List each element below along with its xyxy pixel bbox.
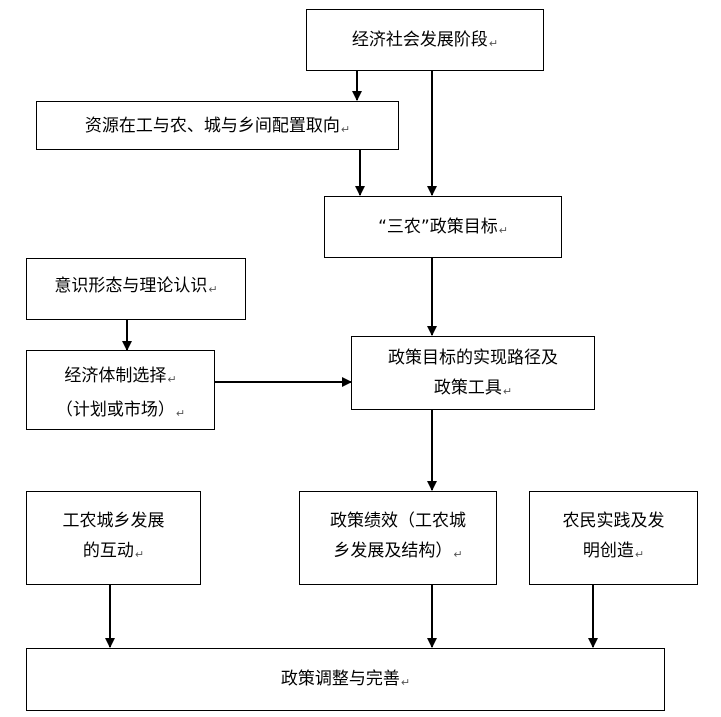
node-label-line-1: 政策目标的实现路径及: [388, 348, 558, 368]
node-label: 资源在工与农、城与乡间配置取向↵: [84, 116, 351, 136]
node-label-line-2: 的互动↵: [82, 541, 145, 561]
node-label: 政策调整与完善↵: [280, 669, 411, 689]
node-policy-performance: 政策绩效（工农城 乡发展及结构）↵: [299, 491, 497, 585]
node-policy-adjustment: 政策调整与完善↵: [26, 648, 665, 711]
node-urban-rural-interaction: 工农城乡发展 的互动↵: [26, 491, 201, 585]
node-label-line-1: 农民实践及发: [562, 511, 665, 531]
node-farmer-practice: 农民实践及发 明创造↵: [529, 491, 698, 585]
node-label-line-1: 经济体制选择↵: [64, 366, 177, 386]
node-label: “三农”政策目标↵: [378, 217, 508, 237]
node-policy-goal: “三农”政策目标↵: [324, 196, 562, 258]
node-implementation-path: 政策目标的实现路径及 政策工具↵: [351, 336, 595, 410]
node-label-line-1: 政策绩效（工农城: [330, 511, 466, 531]
node-label: 经济社会发展阶段↵: [351, 30, 499, 50]
node-label-line-2: 政策工具↵: [433, 378, 513, 398]
node-label: 意识形态与理论认识↵: [54, 276, 218, 296]
node-ideology: 意识形态与理论认识↵: [26, 258, 246, 320]
node-label-line-2: （计划或市场）↵: [55, 400, 186, 420]
node-economic-system: 经济体制选择↵ （计划或市场）↵: [26, 350, 215, 430]
node-resource-allocation: 资源在工与农、城与乡间配置取向↵: [36, 101, 399, 150]
node-development-stage: 经济社会发展阶段↵: [306, 9, 544, 71]
node-label-line-2: 明创造↵: [582, 541, 645, 561]
node-label-line-1: 工农城乡发展: [62, 511, 165, 531]
node-label-line-2: 乡发展及结构）↵: [333, 541, 463, 561]
